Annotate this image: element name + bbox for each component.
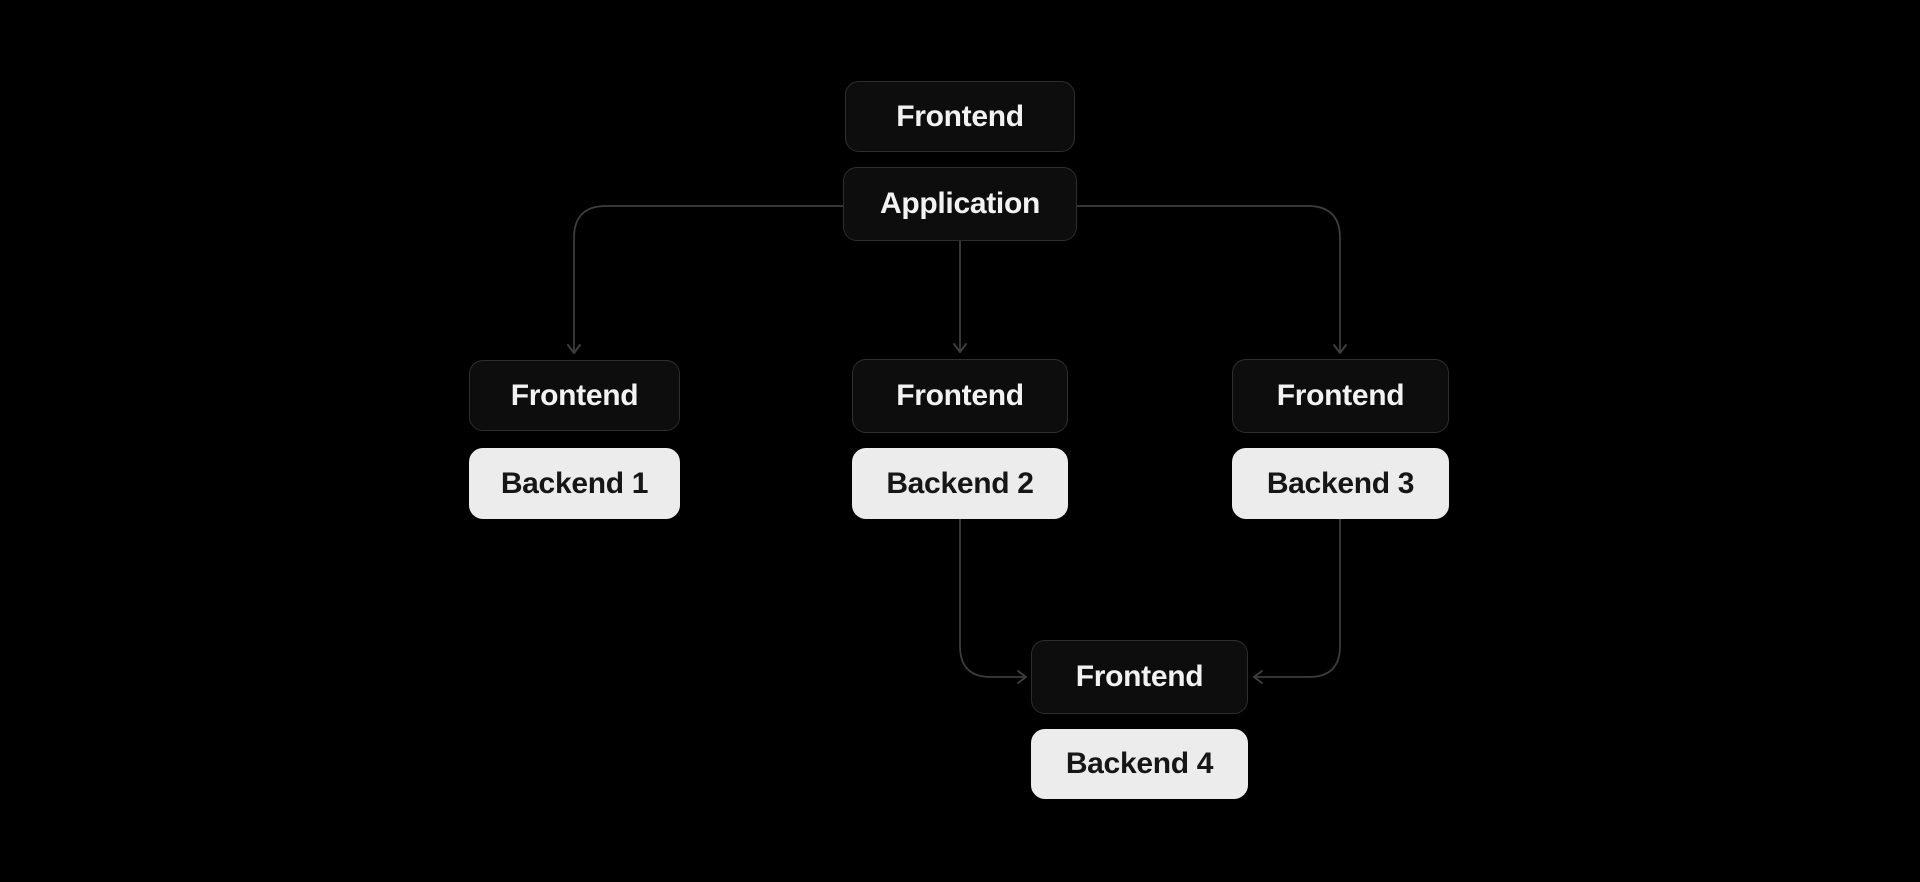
node-label: Backend 2 — [886, 466, 1034, 500]
node-frontend-right[interactable]: Frontend — [1232, 359, 1449, 433]
node-label: Backend 3 — [1266, 466, 1415, 500]
node-label: Frontend — [896, 379, 1024, 412]
edge-application-to-frontend-left — [567, 205, 843, 354]
node-frontend-left[interactable]: Frontend — [469, 360, 680, 431]
node-backend-1[interactable]: Backend 1 — [469, 448, 680, 519]
node-backend-3[interactable]: Backend 3 — [1232, 448, 1449, 519]
edge-backend-2-to-frontend-bottom — [959, 519, 1027, 684]
node-frontend-middle[interactable]: Frontend — [852, 359, 1068, 433]
node-application[interactable]: Application — [843, 167, 1077, 241]
node-label: Frontend — [1276, 379, 1405, 412]
node-backend-2[interactable]: Backend 2 — [852, 448, 1068, 519]
node-label: Frontend — [1075, 660, 1204, 693]
edge-application-to-frontend-right — [1077, 205, 1347, 354]
node-label: Frontend — [510, 378, 639, 412]
node-backend-4[interactable]: Backend 4 — [1031, 729, 1248, 799]
node-label: Backend 4 — [1065, 747, 1214, 780]
node-label: Application — [879, 187, 1041, 220]
node-frontend-top[interactable]: Frontend — [845, 81, 1075, 152]
node-label: Frontend — [896, 99, 1024, 133]
node-label: Backend 1 — [500, 466, 649, 500]
node-frontend-bottom[interactable]: Frontend — [1031, 640, 1248, 714]
edge-backend-3-to-frontend-bottom — [1253, 519, 1341, 684]
